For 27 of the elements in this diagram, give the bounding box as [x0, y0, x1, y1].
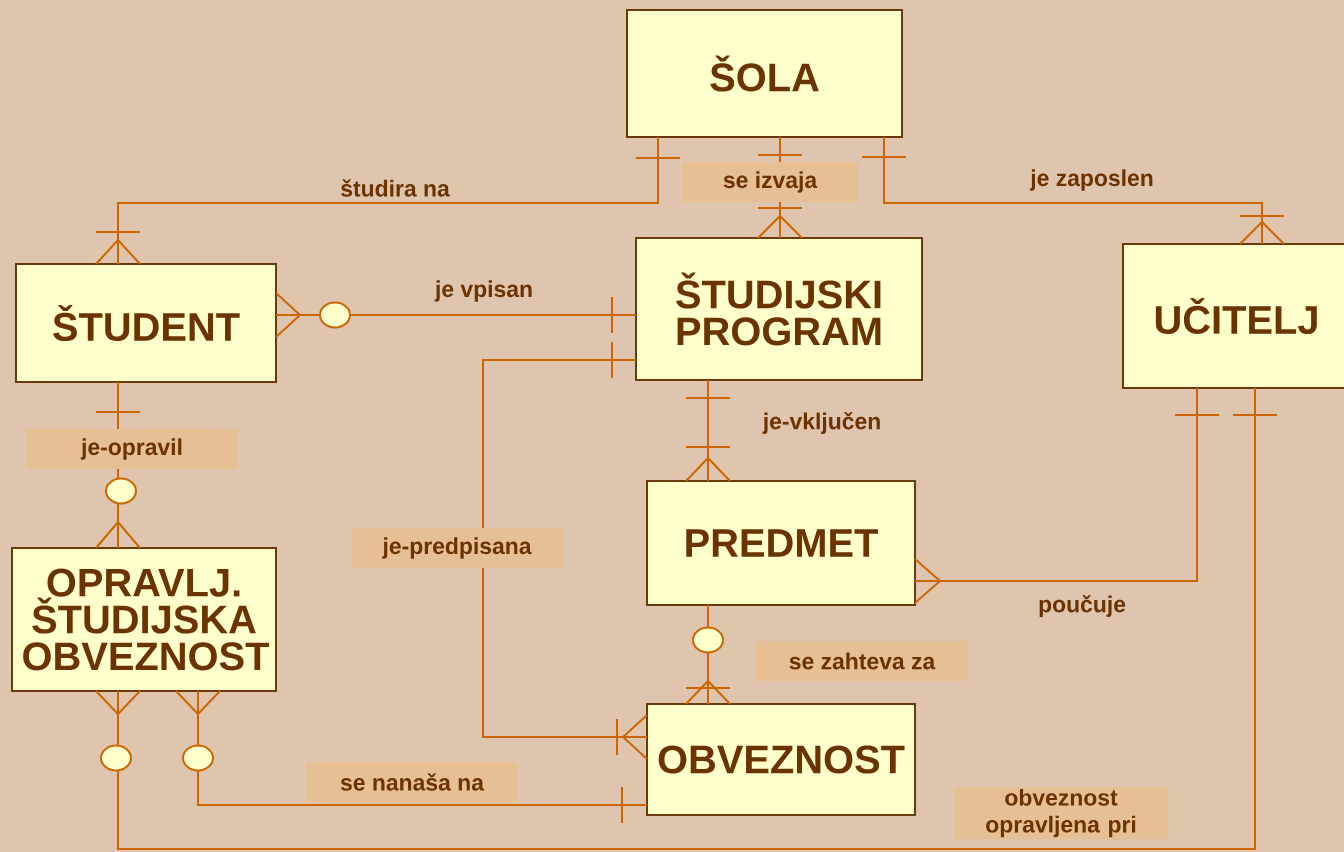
edge-label: se nanaša na — [306, 762, 518, 802]
entity-box: OPRAVLJ. ŠTUDIJSKA OBVEZNOST — [11, 547, 277, 692]
relationship-line — [275, 292, 637, 338]
edge-label: se zahteva za — [756, 641, 968, 681]
edge-label: je-predpisana — [351, 528, 563, 568]
edge-label: študira na — [341, 179, 450, 197]
edge-label: je vpisan — [434, 280, 532, 302]
entity-box: ŠOLA — [626, 9, 903, 138]
entity-box: ŠTUDIJSKI PROGRAM — [635, 237, 923, 381]
relationship-line — [95, 381, 141, 549]
edge-label: se izvaja — [682, 162, 858, 202]
entity-box: PREDMET — [646, 480, 916, 606]
entity-box: OBVEZNOST — [646, 703, 916, 816]
relationship-line — [95, 387, 1278, 850]
relationship-line — [175, 690, 648, 824]
relationship-line — [95, 136, 681, 265]
edge-label: je-opravil — [26, 429, 238, 469]
edge-label: je-vključen — [762, 412, 880, 434]
entity-box: ŠTUDENT — [15, 263, 277, 383]
edge-label: obveznost opravljena pri — [954, 786, 1168, 840]
relationship-line — [861, 136, 1285, 245]
edge-label: poučuje — [1039, 595, 1126, 617]
entity-box: UČITELJ — [1122, 243, 1344, 389]
relationship-line — [482, 341, 648, 760]
relationship-line — [685, 379, 731, 482]
edge-label: je zaposlen — [1029, 169, 1153, 191]
relationship-line — [914, 387, 1220, 604]
